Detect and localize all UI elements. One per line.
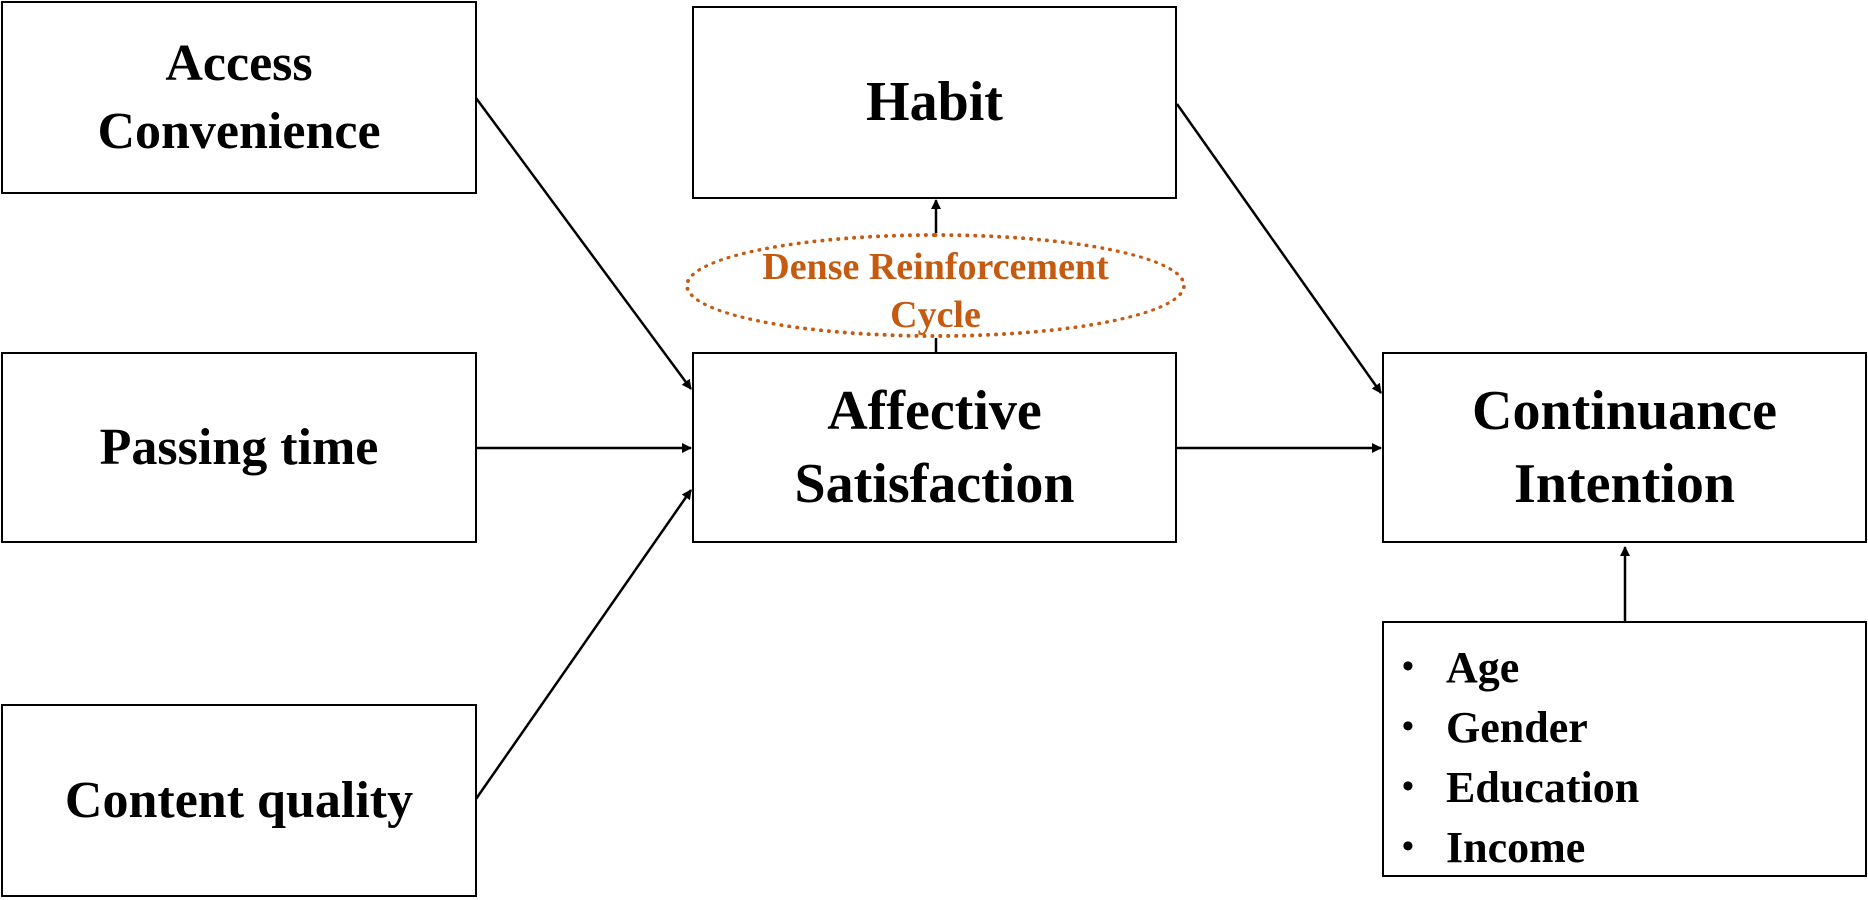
control-item-label: Income [1446,822,1586,872]
access-convenience-label: Access Convenience [97,34,381,160]
content-quality-box: Content quality [1,704,477,897]
bullet-icon: • [1402,648,1414,685]
content-quality-label: Content quality [64,771,414,829]
control-item-age: • Age [1402,637,1865,697]
control-item-label: Age [1446,642,1520,692]
bullet-icon: • [1402,708,1414,745]
control-item-label: Education [1446,762,1640,812]
continuance-intention-label: Continuance Intention [1472,379,1777,515]
passing-time-box: Passing time [1,352,477,543]
arrow-habit-to-continuance [1175,103,1383,394]
habit-label: Habit [866,71,1003,134]
bullet-icon: • [1402,828,1414,865]
control-item-gender: • Gender [1402,697,1865,757]
affective-satisfaction-box: Affective Satisfaction [692,352,1177,543]
control-item-education: • Education [1402,757,1865,817]
control-item-label: Gender [1446,702,1588,752]
access-convenience-box: Access Convenience [1,1,477,194]
dense-reinforcement-cycle: Dense Reinforcement Cycle [685,233,1186,338]
habit-box: Habit [692,6,1177,199]
control-variables-list: • Age • Gender • Education • Income [1402,637,1865,877]
arrow-content-to-satisfaction [474,489,693,800]
affective-satisfaction-label: Affective Satisfaction [794,379,1075,515]
continuance-intention-box: Continuance Intention [1382,352,1867,543]
passing-time-label: Passing time [99,418,379,476]
arrow-access-to-satisfaction [474,97,693,390]
control-item-income: • Income [1402,817,1865,877]
dense-reinforcement-cycle-label: Dense Reinforcement Cycle [762,246,1109,336]
bullet-icon: • [1402,768,1414,805]
control-variables-box: • Age • Gender • Education • Income [1382,621,1867,877]
